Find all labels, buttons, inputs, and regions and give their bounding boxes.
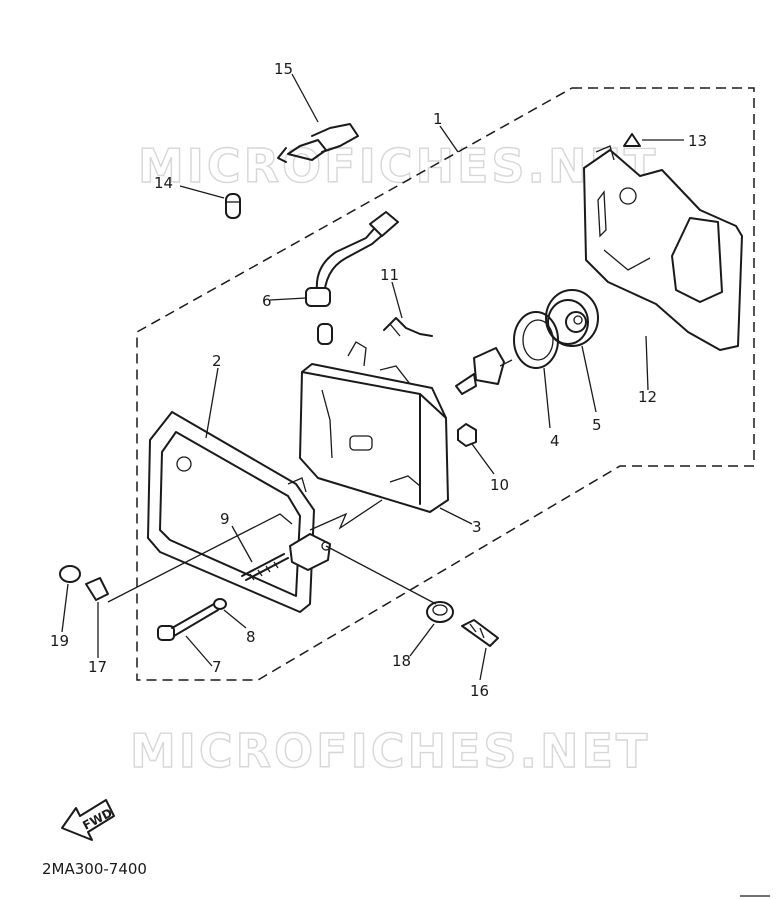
screw-part-9 — [241, 553, 289, 581]
assembly-boundary — [136, 87, 755, 681]
drawing-code: 2MA300-7400 — [42, 860, 147, 878]
washer-part-8 — [213, 598, 227, 610]
callout-16: 16 — [470, 682, 489, 700]
spring-part-11 — [383, 317, 433, 337]
callout-8: 8 — [246, 628, 256, 646]
headlight-bulb — [455, 347, 513, 395]
callout-13: 13 — [688, 132, 707, 150]
screw-part-7 — [157, 603, 219, 641]
callout-5: 5 — [592, 416, 602, 434]
leader-lines — [61, 73, 684, 681]
clip-part-13 — [623, 133, 641, 147]
callout-9: 9 — [220, 510, 230, 528]
small-bulb-part-14 — [225, 193, 241, 219]
callout-11: 11 — [380, 266, 399, 284]
socket-cord-part-6 — [305, 211, 399, 307]
callout-7: 7 — [212, 658, 222, 676]
watermark-top: MICROFICHES.NET — [138, 139, 658, 193]
rim-part-2 — [147, 411, 331, 613]
callout-19: 19 — [50, 632, 69, 650]
bulb-part-15 — [277, 123, 359, 163]
grommet — [317, 323, 333, 345]
collar-part-17 — [85, 577, 109, 601]
callout-2: 2 — [212, 352, 222, 370]
headlight-case-part-12 — [583, 145, 743, 351]
callout-1: 1 — [433, 110, 443, 128]
headlight-unit-part-3 — [299, 341, 449, 513]
callout-14: 14 — [154, 174, 173, 192]
watermark-bottom: MICROFICHES.NET — [130, 724, 650, 778]
ring-part-4 — [513, 311, 559, 369]
callout-17: 17 — [88, 658, 107, 676]
callout-18: 18 — [392, 652, 411, 670]
callout-15: 15 — [274, 60, 293, 78]
callout-4: 4 — [550, 432, 560, 450]
callout-3: 3 — [472, 518, 482, 536]
damper-part-18 — [426, 601, 454, 623]
callout-12: 12 — [638, 388, 657, 406]
callouts: 1 2 3 4 5 6 7 8 9 10 11 12 13 14 15 16 1… — [50, 60, 707, 700]
nut-part-19 — [59, 565, 81, 583]
callout-10: 10 — [490, 476, 509, 494]
nut-part-10 — [457, 423, 477, 447]
fwd-arrow-icon: FWD — [61, 799, 115, 841]
socket-part-5 — [545, 289, 599, 347]
callout-6: 6 — [262, 292, 272, 310]
bolt-part-16 — [461, 619, 499, 647]
